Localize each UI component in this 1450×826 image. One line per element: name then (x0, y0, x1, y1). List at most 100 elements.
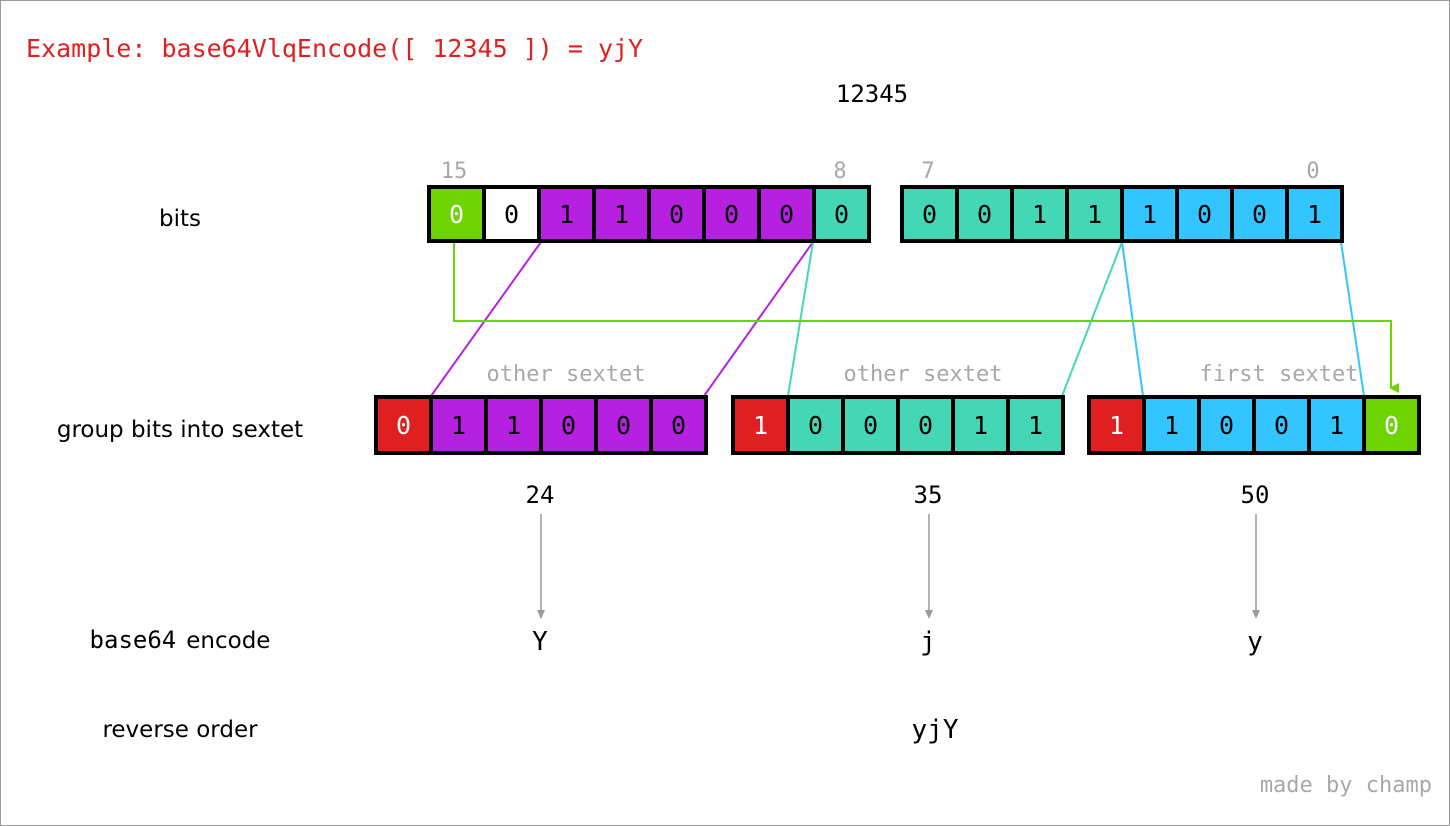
low-byte-cell (904, 189, 955, 239)
sextet-1-cell (900, 399, 951, 451)
encode-arrow-head (925, 610, 933, 619)
sextet-0-bit: 1 (451, 411, 466, 440)
input-number: 12345 (836, 80, 908, 108)
bit-index-8: 8 (833, 159, 846, 184)
low-byte-bit: 1 (1032, 200, 1047, 229)
row-label-reverse: reverse order (102, 717, 258, 743)
sextet-2-cell (1256, 399, 1307, 451)
sextet-1-frame (731, 395, 1065, 455)
low-byte-row: 0 0 1 1 1 0 0 1 (900, 185, 1344, 243)
sextet-1-cell (790, 399, 841, 451)
high-byte-bit: 0 (724, 200, 739, 229)
sextet-row: 0 1 1 0 0 0 other sextet 1 0 0 0 1 1 other sextet 1 1 0 0… (374, 362, 1421, 455)
sextet-2-cell (1146, 399, 1197, 451)
connector-sign-bit-arrow (453, 242, 1399, 393)
footer-credit: made by champ (1260, 773, 1432, 798)
high-byte-cell (431, 189, 482, 239)
low-byte-bit: 0 (922, 200, 937, 229)
high-byte-bit: 1 (559, 200, 574, 229)
sextet-0-cell (488, 399, 539, 451)
row-label-encode-word: base64 (90, 626, 177, 654)
base64-char: y (1247, 627, 1263, 657)
low-byte-bit: 1 (1307, 200, 1322, 229)
high-byte-cell (651, 189, 702, 239)
sextet-2-cell (1311, 399, 1362, 451)
sextet-2-bit: 0 (1384, 411, 1399, 440)
high-byte-bit: 1 (614, 200, 629, 229)
sextet-0-bit: 0 (671, 411, 686, 440)
connector-blue-left (1121, 241, 1144, 397)
low-byte-bit: 1 (1142, 200, 1157, 229)
encode-arrow-head (537, 610, 545, 619)
sextet-2-frame (1087, 395, 1421, 455)
sextet-2-cell (1091, 399, 1142, 451)
sextet-0-frame (374, 395, 708, 455)
high-byte-bit: 0 (504, 200, 519, 229)
sextet-value: 50 (1241, 481, 1270, 509)
sextet-value: 35 (914, 481, 943, 509)
bit-index-15: 15 (441, 159, 468, 184)
high-byte-cell (596, 189, 647, 239)
connector-teal-right (1061, 241, 1123, 397)
sextet-0-bit: 0 (561, 411, 576, 440)
high-byte-cell (541, 189, 592, 239)
low-byte-cell (1289, 189, 1340, 239)
sextet-1-cell (735, 399, 786, 451)
sextet-2-cell (1201, 399, 1252, 451)
sextet-1-bit: 1 (753, 411, 768, 440)
sextet-1-bit: 0 (918, 411, 933, 440)
sextet-2-bit: 1 (1164, 411, 1179, 440)
sextet-label: other sextet (844, 362, 1003, 387)
high-byte-cell (486, 189, 537, 239)
diagram-title: Example: base64VlqEncode([ 12345 ]) = yj… (26, 34, 643, 63)
low-byte-cell (959, 189, 1010, 239)
sextet-label: other sextet (487, 362, 646, 387)
sextet-1-cell (955, 399, 1006, 451)
sextet-0-cell (378, 399, 429, 451)
low-byte-bit: 1 (1087, 200, 1102, 229)
sextet-2-bit: 1 (1109, 411, 1124, 440)
high-byte-bit: 0 (669, 200, 684, 229)
low-byte-cell (1179, 189, 1230, 239)
bit-index-0: 0 (1306, 159, 1319, 184)
connector-purple-right (703, 241, 814, 397)
base64-char: j (920, 627, 936, 657)
sextet-1-bit: 0 (863, 411, 878, 440)
row-label-bits: bits (159, 206, 201, 232)
sextet-0-cell (543, 399, 594, 451)
low-byte-bit: 0 (977, 200, 992, 229)
sextet-0-cell (433, 399, 484, 451)
low-byte-bit: 0 (1197, 200, 1212, 229)
high-byte-row: 0 0 1 1 0 0 0 0 (427, 185, 871, 243)
high-byte-bit: 0 (779, 200, 794, 229)
row-label-group: group bits into sextet (57, 417, 303, 443)
connector-teal-left (787, 241, 814, 397)
sextet-0-cell (598, 399, 649, 451)
sextet-0-cell (653, 399, 704, 451)
sextet-2-bit: 1 (1329, 411, 1344, 440)
low-byte-cell (1014, 189, 1065, 239)
low-byte-cell (1234, 189, 1285, 239)
high-byte-cell (816, 189, 867, 239)
row-label-encode: base64 encode (90, 626, 271, 654)
high-byte-bit: 0 (834, 200, 849, 229)
encode-arrow-head (1252, 610, 1260, 619)
connector-blue-right (1340, 241, 1365, 397)
high-byte-bit: 0 (449, 200, 464, 229)
sextet-1-bit: 1 (973, 411, 988, 440)
sextet-2-bit: 0 (1274, 411, 1289, 440)
sextet-0-bit: 0 (616, 411, 631, 440)
row-label-encode-suffix: encode (186, 628, 270, 654)
low-byte-cell (1124, 189, 1175, 239)
high-byte-cell (761, 189, 812, 239)
sextet-2-bit: 0 (1219, 411, 1234, 440)
base64-char: Y (532, 627, 548, 657)
bit-index-7: 7 (921, 159, 934, 184)
sextet-1-bit: 1 (1028, 411, 1043, 440)
result-text: yjY (912, 715, 959, 745)
sextet-1-bit: 0 (808, 411, 823, 440)
sextet-0-bit: 1 (506, 411, 521, 440)
sextet-2-cell (1366, 399, 1417, 451)
low-byte-bit: 0 (1252, 200, 1267, 229)
